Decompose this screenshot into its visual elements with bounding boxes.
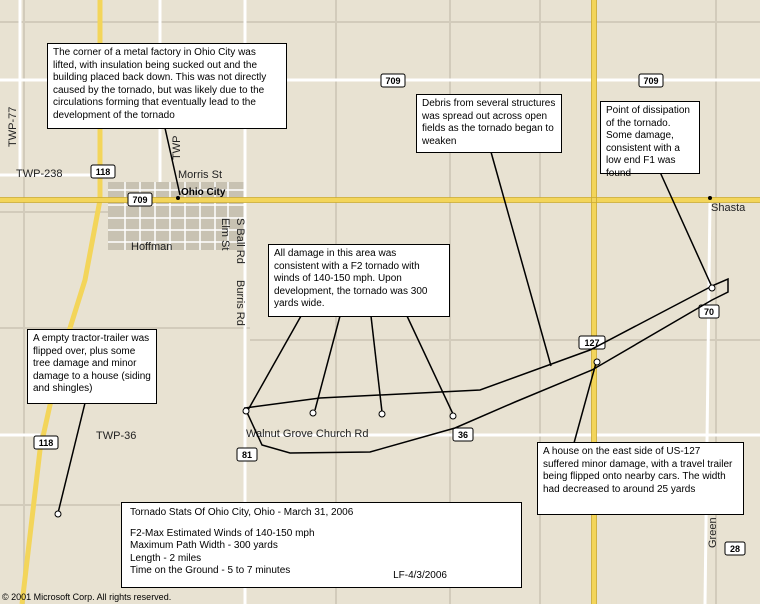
place-label-shasta: Shasta <box>711 202 746 214</box>
stats-max-width: Maximum Path Width - 300 yards <box>130 540 278 551</box>
damage-pin <box>708 284 716 292</box>
route-70-label: 70 <box>704 307 714 317</box>
callout-factory: The corner of a metal factory in Ohio Ci… <box>47 43 287 129</box>
route-709-east-shield: 709 <box>638 73 664 88</box>
tornado-path-outline <box>243 277 729 454</box>
stats-time-on-ground: Time on the Ground - 5 to 7 minutes <box>130 565 291 576</box>
callout-dissipation: Point of dissipation of the tornado. Som… <box>600 101 700 179</box>
route-127-label: 127 <box>584 338 599 348</box>
route-36-label: 36 <box>458 430 468 440</box>
route-118-north-shield: 118 <box>90 164 116 179</box>
callout-f2-area: All damage in this area was consistent w… <box>268 244 450 317</box>
road-label-burris-rd: Burris Rd <box>234 280 246 326</box>
road-label-s-ball-rd: S Ball Rd <box>234 218 246 264</box>
route-709-mid-label: 709 <box>385 76 400 86</box>
damage-pin <box>593 358 601 366</box>
damage-pin <box>378 410 386 418</box>
road-label-twp-238: TWP-238 <box>16 168 62 180</box>
damage-pins <box>54 284 716 518</box>
callout-house-us127: A house on the east side of US-127 suffe… <box>537 442 744 515</box>
route-118-south-label: 118 <box>39 438 54 448</box>
damage-pin <box>54 510 62 518</box>
road-label-morris-st: Morris St <box>178 169 222 181</box>
stats-length: Length - 2 miles <box>130 552 202 564</box>
road-label-walnut-grove-church-rd: Walnut Grove Church Rd <box>246 428 368 440</box>
ohio-city-dot <box>176 196 180 200</box>
callout-debris: Debris from several structures was sprea… <box>416 94 562 153</box>
road-label-twp-partial: TWP <box>171 136 183 160</box>
route-709-east-label: 709 <box>643 76 658 86</box>
shasta-dot <box>708 196 712 200</box>
route-118-north-label: 118 <box>96 167 111 177</box>
route-709-west-label: 709 <box>132 195 147 205</box>
route-709-mid-shield: 709 <box>380 73 406 88</box>
copyright-notice: © 2001 Microsoft Corp. All rights reserv… <box>2 592 172 602</box>
place-label-ohio-city: Ohio City <box>181 187 226 198</box>
road-label-green: Green <box>707 517 719 548</box>
stats-title: Tornado Stats Of Ohio City, Ohio - March… <box>130 507 354 518</box>
stats-signature: LF-4/3/2006 <box>393 569 447 581</box>
damage-pin <box>242 407 250 415</box>
route-70-shield: 70 <box>698 304 720 319</box>
callout-tractor-trailer: A empty tractor-trailer was flipped over… <box>27 329 157 404</box>
callout-leaders <box>57 127 713 514</box>
route-127-shield: 127 <box>578 335 606 350</box>
route-81-shield: 81 <box>236 447 258 462</box>
route-709-west-shield: 709 <box>127 192 153 207</box>
route-81-label: 81 <box>242 450 252 460</box>
route-118-south-shield: 118 <box>33 435 59 450</box>
place-label-hoffman: Hoffman <box>131 241 172 253</box>
road-label-twp-77: TWP-77 <box>7 107 19 147</box>
damage-pin <box>449 412 457 420</box>
tornado-stats-box: Tornado Stats Of Ohio City, Ohio - March… <box>121 502 522 588</box>
road-label-twp-36: TWP-36 <box>96 430 136 442</box>
route-28-shield: 28 <box>724 541 746 556</box>
route-28-label: 28 <box>730 544 740 554</box>
road-label-elm-st: Elm St <box>219 218 231 250</box>
route-36-shield: 36 <box>452 427 474 442</box>
stats-max-winds: F2-Max Estimated Winds of 140-150 mph <box>130 527 315 539</box>
damage-pin <box>309 409 317 417</box>
